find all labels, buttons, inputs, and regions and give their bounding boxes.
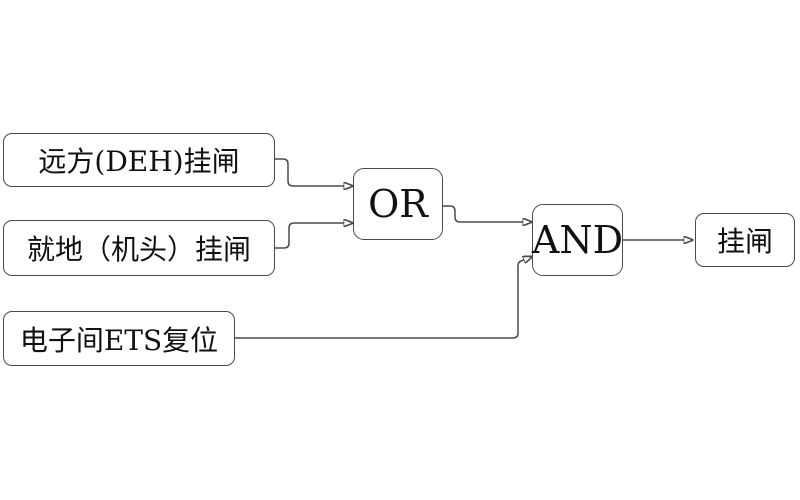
connector-remote-latch-to-or [275,158,344,186]
connector-or-to-and [443,205,523,222]
connector-local-latch-to-or [275,223,344,249]
node-local-head-latch: 就地（机头）挂闸 [3,220,275,276]
node-latch-output: 挂闸 [695,213,795,267]
node-and-gate: AND [532,204,623,276]
node-remote-deh-latch: 远方(DEH)挂闸 [3,133,275,187]
node-latch-output-label: 挂闸 [716,225,773,258]
node-and-gate-label: AND [531,218,624,262]
node-or-gate-label: OR [368,182,428,226]
node-ets-reset: 电子间ETS复位 [3,311,235,366]
node-ets-reset-label: 电子间ETS复位 [19,323,219,357]
node-remote-deh-latch-label: 远方(DEH)挂闸 [38,145,240,178]
node-local-head-latch-label: 就地（机头）挂闸 [26,233,251,266]
connector-ets-reset-to-and [235,260,524,339]
node-or-gate: OR [353,168,443,240]
